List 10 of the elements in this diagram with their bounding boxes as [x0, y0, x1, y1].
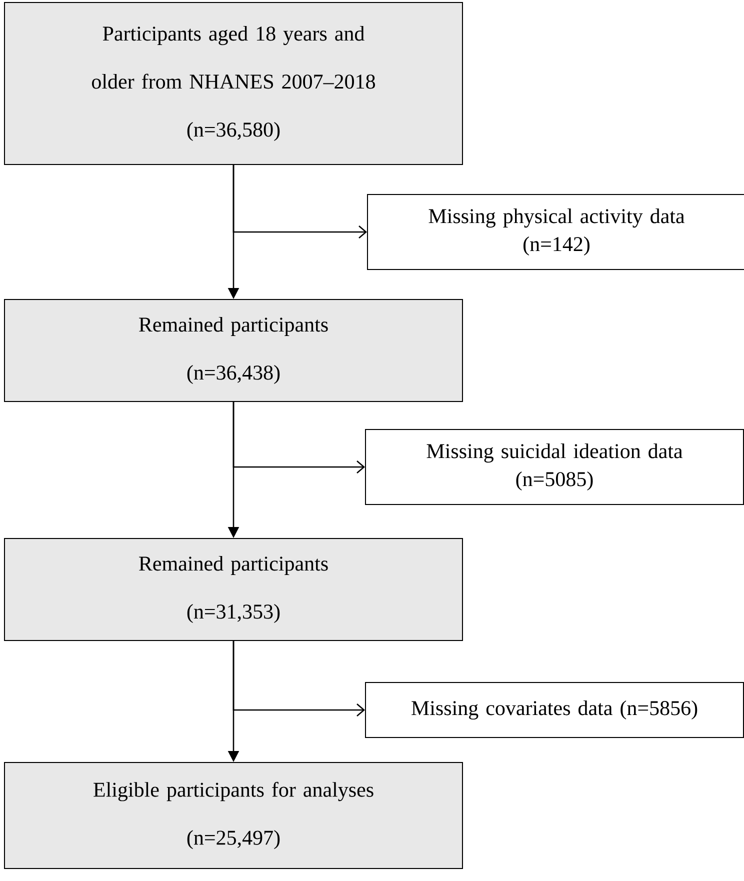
arrow — [232, 165, 367, 238]
stage-box: Remained participants (n=36,438) — [4, 299, 463, 402]
stage-box: Participants aged 18 years and older from NHANES 2007–2018 (n=36,580) — [4, 2, 463, 165]
stage-box: Eligible participants for analyses (n=25,497) — [4, 762, 463, 869]
stage-box: Remained participants (n=31,353) — [4, 538, 463, 641]
arrow — [232, 402, 365, 474]
exclusion-box: Missing suicidal ideation data (n=5085) — [365, 429, 744, 505]
exclusion-box: Missing covariates data (n=5856) — [365, 682, 744, 738]
exclusion-box: Missing physical activity data (n=142) — [367, 194, 744, 270]
arrow — [232, 641, 365, 716]
